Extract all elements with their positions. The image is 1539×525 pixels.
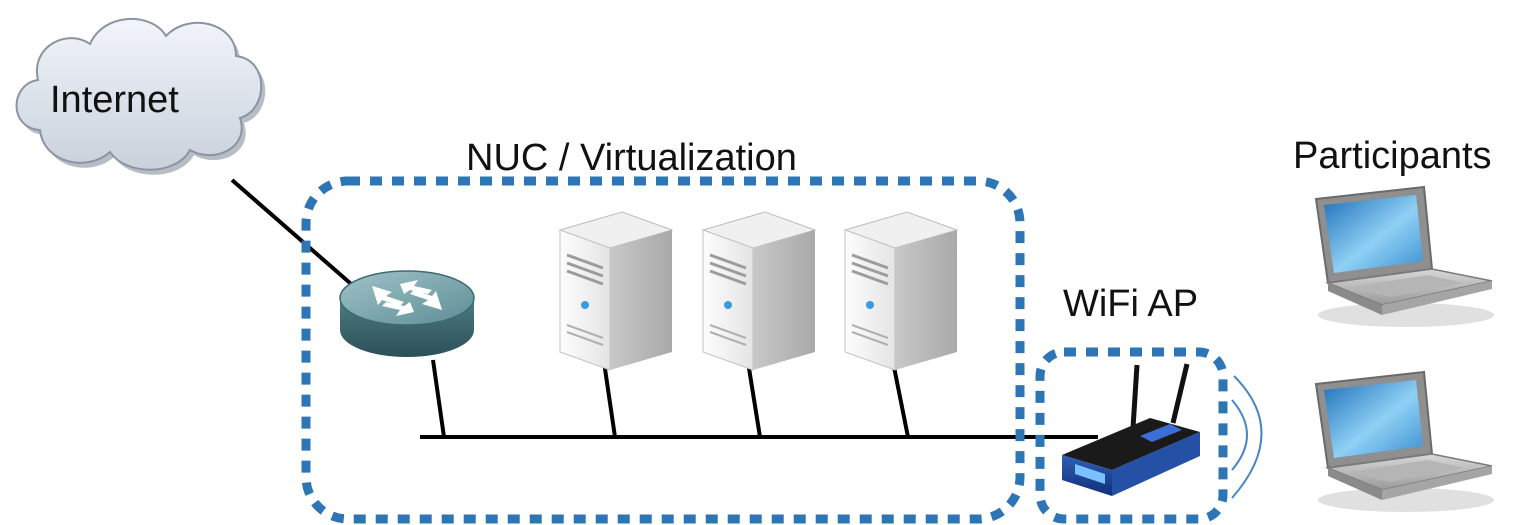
wireless-router-icon — [1062, 363, 1200, 496]
laptop-icon — [1314, 370, 1494, 512]
cloud-icon — [15, 17, 266, 175]
router-icon — [339, 270, 475, 357]
laptop-icon — [1314, 185, 1494, 327]
participants-title: Participants — [1293, 135, 1492, 177]
wifi-ap-boundary — [1035, 347, 1228, 524]
server-icon — [843, 211, 959, 371]
server-icon — [701, 211, 817, 371]
server-icon — [558, 211, 674, 371]
server-1-drop-cable — [602, 361, 617, 438]
wifi-signal-icon — [1231, 399, 1248, 471]
internet-label: Internet — [50, 79, 179, 121]
nuc-virtualization-boundary — [301, 176, 1025, 524]
internet-router-cable — [230, 178, 360, 292]
server-3-drop-cable — [891, 361, 910, 438]
router-drop-cable — [431, 359, 446, 438]
nuc-virtualization-title: NUC / Virtualization — [466, 137, 797, 179]
server-2-drop-cable — [746, 361, 762, 438]
wifi-ap-title: WiFi AP — [1063, 283, 1198, 325]
wifi-signal-icon — [1231, 375, 1263, 499]
